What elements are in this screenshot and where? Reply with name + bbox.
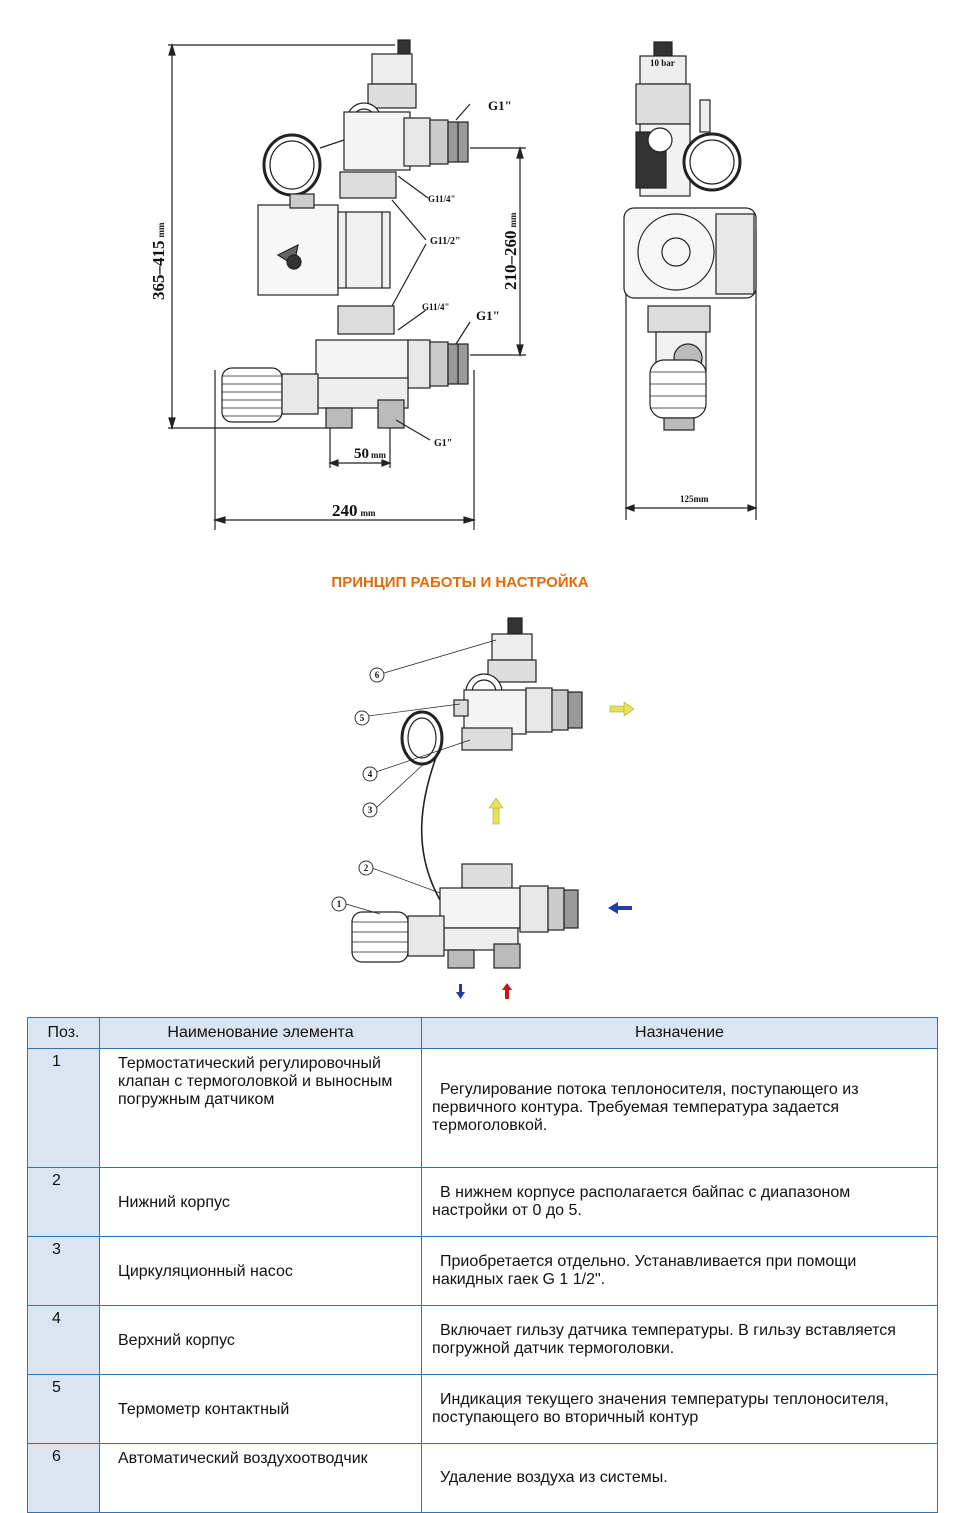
row-pos: 2: [27, 1167, 100, 1237]
table-row: 4 Верхний корпус Включает гильзу датчика…: [27, 1305, 938, 1375]
row-desc: Включает гильзу датчика температуры. В г…: [421, 1305, 938, 1375]
dim-center: 210–260mm: [501, 212, 520, 290]
row-name-text: Верхний корпус: [118, 1332, 235, 1349]
bar-label: 10 bar: [650, 58, 675, 68]
header-pos: Поз.: [27, 1017, 100, 1049]
flow-arrow-up-yellow: [488, 797, 504, 825]
table-row: 5 Термометр контактный Индикация текущег…: [27, 1374, 938, 1444]
flow-arrow-down-blue: [456, 984, 465, 999]
flow-arrow-up-red: [502, 983, 512, 999]
row-desc-text: Удаление воздуха из системы.: [440, 1469, 668, 1486]
callout-6: [369, 667, 385, 683]
callout-2: [358, 860, 374, 876]
row-name: Автоматический воздухоотводчик: [99, 1443, 422, 1513]
callout-2-label: 2: [364, 863, 369, 873]
callout-5: [354, 710, 370, 726]
elements-table: Поз. Наименование элемента Назначение 1 …: [27, 1017, 938, 1513]
row-name-text: Термометр контактный: [118, 1401, 290, 1418]
callout-1-label: 1: [337, 899, 342, 909]
dim-height: 365–415mm: [149, 222, 168, 300]
row-name-text: Циркуляционный насос: [118, 1263, 293, 1280]
dim-side: 125mm: [680, 494, 709, 504]
flow-arrow-in-blue: [608, 902, 632, 914]
row-desc-text: Приобретается отдельно. Устанавливается …: [432, 1253, 857, 1288]
row-name-text: Нижний корпус: [118, 1194, 230, 1211]
thread-g1-bottom: G1": [476, 308, 500, 323]
table-header-row: Поз. Наименование элемента Назначение: [27, 1017, 938, 1049]
callout-4: [362, 766, 378, 782]
thread-g114-top: G11/4": [428, 194, 456, 204]
row-name: Верхний корпус: [99, 1305, 422, 1375]
header-name: Наименование элемента: [99, 1017, 422, 1049]
callouts: [331, 667, 385, 912]
callout-3-label: 3: [368, 805, 373, 815]
table-row: 6 Автоматический воздухоотводчик Удалени…: [27, 1443, 938, 1513]
row-name-text: Термостатический регулировочный клапан с…: [118, 1055, 393, 1108]
row-desc: Регулирование потока теплоносителя, пост…: [421, 1048, 938, 1168]
row-pos: 3: [27, 1236, 100, 1306]
row-pos: 6: [27, 1443, 100, 1513]
thread-g1-top: G1": [488, 98, 512, 113]
row-name-text: Автоматический воздухоотводчик: [118, 1450, 368, 1467]
row-pos: 4: [27, 1305, 100, 1375]
row-name: Термометр контактный: [99, 1374, 422, 1444]
row-name: Циркуляционный насос: [99, 1236, 422, 1306]
row-name: Нижний корпус: [99, 1167, 422, 1237]
row-desc: Индикация текущего значения температуры …: [421, 1374, 938, 1444]
row-desc: Приобретается отдельно. Устанавливается …: [421, 1236, 938, 1306]
callout-3: [362, 802, 378, 818]
row-desc-text: Регулирование потока теплоносителя, пост…: [432, 1081, 859, 1134]
thread-g112: G11/2": [430, 236, 461, 247]
callout-5-label: 5: [360, 713, 365, 723]
header-purpose: Назначение: [421, 1017, 938, 1049]
row-name: Термостатический регулировочный клапан с…: [99, 1048, 422, 1168]
callout-6-label: 6: [375, 670, 380, 680]
table-row: 1 Термостатический регулировочный клапан…: [27, 1048, 938, 1168]
row-desc-text: В нижнем корпусе располагается байпас с …: [432, 1184, 851, 1219]
table-row: 3 Циркуляционный насос Приобретается отд…: [27, 1236, 938, 1306]
callout-1: [331, 896, 347, 912]
flow-arrow-out-yellow: [609, 701, 635, 717]
thread-g1-base: G1": [434, 438, 452, 449]
row-desc-text: Включает гильзу датчика температуры. В г…: [432, 1322, 896, 1357]
row-desc: В нижнем корпусе располагается байпас с …: [421, 1167, 938, 1237]
callout-4-label: 4: [368, 769, 373, 779]
row-pos: 5: [27, 1374, 100, 1444]
row-desc-text: Индикация текущего значения температуры …: [432, 1391, 889, 1426]
row-desc: Удаление воздуха из системы.: [421, 1443, 938, 1513]
row-pos: 1: [27, 1048, 100, 1168]
table-row: 2 Нижний корпус В нижнем корпусе распола…: [27, 1167, 938, 1237]
section-title: ПРИНЦИП РАБОТЫ И НАСТРОЙКА: [331, 574, 589, 591]
thread-g114-bottom: G11/4": [422, 302, 450, 312]
